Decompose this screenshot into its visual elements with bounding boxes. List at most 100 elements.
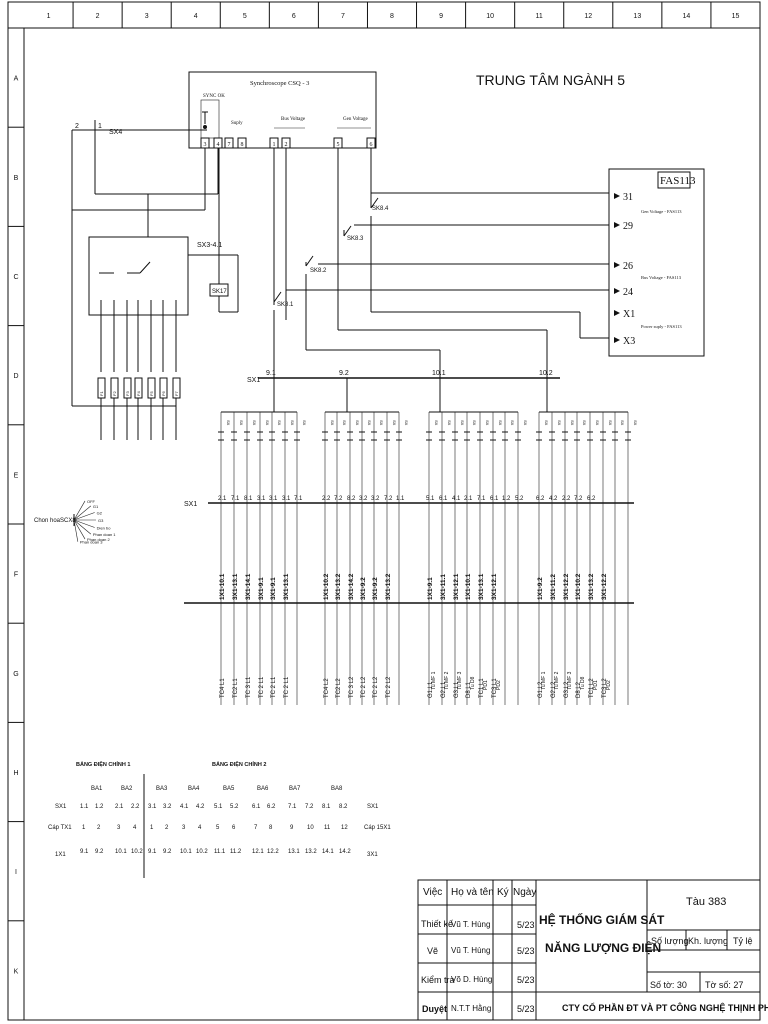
breaker-tag: SX <box>510 420 515 426</box>
tb-name-draw: Vũ T. Hùng <box>451 946 491 955</box>
sx1-value: 2.1 <box>218 496 227 502</box>
breaker-symbol <box>477 431 483 441</box>
breaker-tag: SX <box>226 420 231 426</box>
arrow-head <box>614 262 620 268</box>
breaker-symbol <box>282 431 288 441</box>
breaker-tag: SX <box>544 420 549 426</box>
column-number: 5 <box>243 13 247 20</box>
fas113-terminal: 29 <box>623 221 633 232</box>
tb-header-date: Ngày <box>513 887 537 898</box>
table-row2-end: Cáp 15X1 <box>364 825 391 831</box>
cable-label-f: 3X1-13.1 <box>478 573 485 600</box>
table-row1-value: 8.2 <box>339 804 348 810</box>
tb-ship: Tàu 383 <box>686 896 727 908</box>
table-row3-value: 10.2 <box>196 849 208 855</box>
breaker-symbol <box>536 431 542 441</box>
cable-label-g2: Tu MF 1 <box>431 671 437 690</box>
selector-position: OFF <box>87 499 96 504</box>
cable-label-g: TC2 L1 <box>233 678 239 698</box>
terminal-number: 2 <box>285 142 288 148</box>
breaker-tag: SX <box>367 420 372 426</box>
selector-position: Phan doan 1 <box>93 532 116 537</box>
cable-label-f: 3X1-12.2 <box>601 573 608 600</box>
breaker-tag: SX <box>620 420 625 426</box>
tb-sheet: Số tờ: 30 <box>650 980 687 990</box>
table-row1-value: 7.1 <box>288 804 297 810</box>
fas113-terminal: 26 <box>623 261 633 272</box>
selector-position: G3 <box>98 518 104 523</box>
table-ba-header: BA4 <box>188 786 200 792</box>
table-group1: BẢNG ĐIỆN CHÍNH 1 <box>76 760 130 768</box>
selector-ray <box>73 500 86 521</box>
table-row1-label: SX1 <box>55 804 67 810</box>
cable-label-g: TC2 L2 <box>336 678 342 698</box>
breaker-symbol <box>426 431 432 441</box>
cable-label-g: TC1 L2 <box>589 678 595 698</box>
cable-label-g2: PD2 <box>496 680 502 690</box>
table-row2-value: 6 <box>232 825 236 831</box>
bus-tap-label: 9.1 <box>266 370 276 377</box>
table-ba-header: BA8 <box>331 786 343 792</box>
breaker-tag: SX <box>302 420 307 426</box>
cable-label-g: TC 2 L1 <box>284 676 290 698</box>
table-row2-value: 4 <box>198 825 202 831</box>
table-ba-header: BA6 <box>257 786 269 792</box>
breaker-symbol <box>269 431 275 441</box>
fuse-label: F3 <box>125 391 130 396</box>
sx1-value: 8.2 <box>347 496 356 502</box>
tb-header-sign: Ký <box>497 887 509 898</box>
cable-label-f: 3X1-14.2 <box>348 573 355 600</box>
tb-role-approve: Duyệt <box>422 1004 448 1014</box>
synchroscope-terminal <box>237 137 247 149</box>
table-row3-label: 1X1 <box>55 852 66 858</box>
table-row3-value: 9.2 <box>163 849 172 855</box>
cable-label-g: G2 L1 <box>441 681 447 698</box>
row-letter: B <box>14 175 19 182</box>
cable-label-f: 3X1-13.2 <box>385 573 392 600</box>
sx1-value: 6.2 <box>587 496 596 502</box>
selector-ray <box>73 519 95 528</box>
switch-label: SK8.2 <box>310 268 327 274</box>
bus-tap-label: 9.2 <box>339 370 349 377</box>
terminal-number: 4 <box>217 142 220 148</box>
cable-label-g: TC 2 L1 <box>259 676 265 698</box>
fuse-label: F5 <box>149 391 154 396</box>
sx1-value: 7.2 <box>384 496 393 502</box>
table-ba-header: BA7 <box>289 786 301 792</box>
table-row1-value: 5.1 <box>214 804 223 810</box>
cable-label-f: 3X1-13.2 <box>588 573 595 600</box>
breaker-tag: SX <box>485 420 490 426</box>
tb-sheet-no: Tờ số: 27 <box>705 980 744 990</box>
row-letter: F <box>14 572 18 579</box>
breaker-tag: SX <box>404 420 409 426</box>
column-number: 4 <box>194 13 198 20</box>
column-number: 6 <box>292 13 296 20</box>
fas-power-label: Power suply - FAS113 <box>641 324 682 329</box>
breaker-symbol <box>600 431 606 441</box>
cable-label-g2: Tu MF 2 <box>554 671 560 690</box>
cable-label-f: 3X1-14.1 <box>245 573 252 600</box>
breaker-symbol <box>452 431 458 441</box>
sx1-value: 1.1 <box>396 496 405 502</box>
table-row2-value: 2 <box>165 825 169 831</box>
fas113-terminal: 31 <box>623 192 633 203</box>
breaker-tag: SX <box>557 420 562 426</box>
breaker-symbol <box>334 431 340 441</box>
table-row1-value: 8.1 <box>322 804 331 810</box>
sync-ok-contact <box>202 111 208 124</box>
cable-label-f: 3X1-12.1 <box>453 573 460 600</box>
tb-name-check: Võ D. Hùng <box>451 975 493 984</box>
table-row2-value: 8 <box>269 825 273 831</box>
tb-role-design: Thiết kế <box>421 919 454 929</box>
column-number: 10 <box>486 13 494 20</box>
breaker-symbol <box>322 431 328 441</box>
tb-header-job: Việc <box>423 887 443 898</box>
breaker-tag: SX <box>392 420 397 426</box>
left-number-1: 1 <box>98 123 102 130</box>
bus-tap-label: 10.1 <box>432 370 446 377</box>
row-letter: G <box>13 671 18 678</box>
sx1-value: 2.2 <box>322 496 331 502</box>
cable-label-g2: PD1 <box>593 680 599 690</box>
table-row3-value: 13.1 <box>288 849 300 855</box>
breaker-tag: SX <box>355 420 360 426</box>
